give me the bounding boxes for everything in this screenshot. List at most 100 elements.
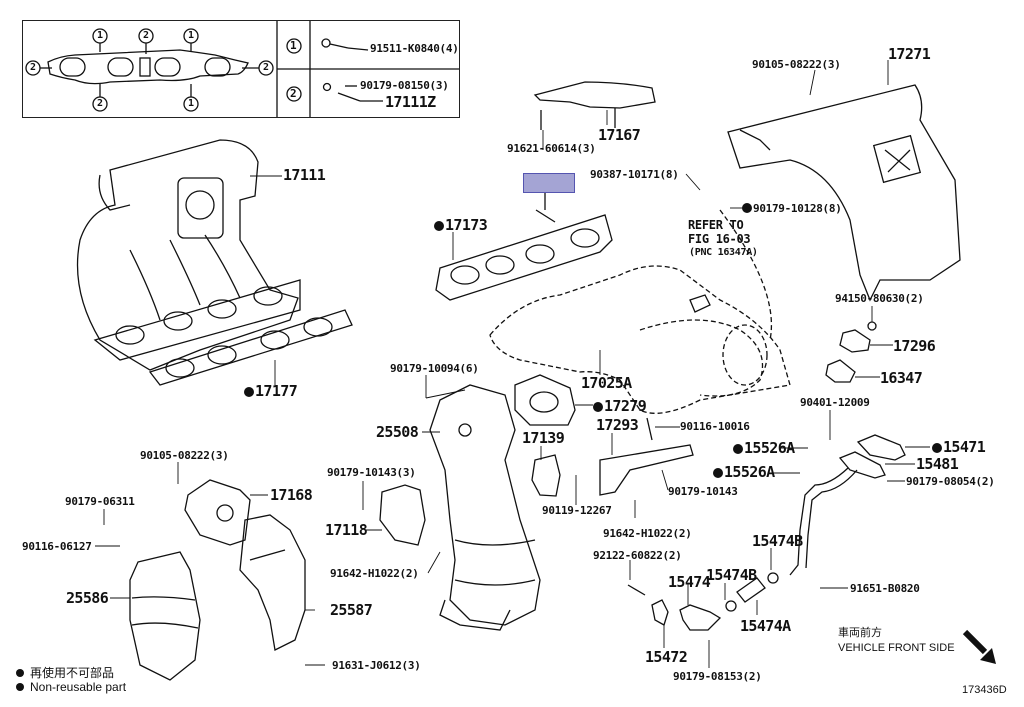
gasket-callout: 1 bbox=[97, 30, 103, 41]
part-90179-10143-right[interactable]: 90179-10143 bbox=[668, 485, 738, 498]
part-17118[interactable]: 17118 bbox=[325, 521, 368, 539]
part-15526A-lower[interactable]: 15526A bbox=[713, 465, 775, 480]
part-94150-80630[interactable]: 94150-80630(2) bbox=[835, 292, 924, 305]
part-90116-10016[interactable]: 90116-10016 bbox=[680, 420, 750, 433]
front-direction-arrow-icon bbox=[962, 629, 996, 664]
part-90179-06311[interactable]: 90179-06311 bbox=[65, 495, 135, 508]
part-15472[interactable]: 15472 bbox=[645, 648, 688, 666]
part-17296[interactable]: 17296 bbox=[893, 337, 936, 355]
gasket-callout-circles bbox=[25, 28, 302, 112]
exhaust-manifold-turbo-drawing bbox=[489, 209, 791, 414]
non-reusable-dot-icon bbox=[713, 468, 723, 478]
part-number: 17279 bbox=[604, 397, 647, 415]
gasket-17173-drawing bbox=[435, 214, 613, 301]
part-17111Z[interactable]: 17111Z bbox=[385, 93, 436, 111]
part-15474B-upper[interactable]: 15474B bbox=[752, 532, 803, 550]
cover-17296-drawing bbox=[839, 329, 871, 353]
part-90179-10128[interactable]: 90179-10128(8) bbox=[742, 203, 842, 214]
part-17168[interactable]: 17168 bbox=[270, 486, 313, 504]
non-reusable-dot-icon bbox=[593, 402, 603, 412]
gasket-17279-drawing bbox=[514, 374, 576, 426]
gasket-callout: 2 bbox=[143, 30, 149, 41]
non-reusable-dot-icon bbox=[434, 221, 444, 231]
part-number: 17177 bbox=[255, 382, 298, 400]
key-1-label: 1 bbox=[290, 39, 297, 52]
part-90116-06127[interactable]: 90116-06127 bbox=[22, 540, 92, 553]
bracket-17293-drawing bbox=[599, 444, 694, 496]
part-17167[interactable]: 17167 bbox=[598, 126, 641, 144]
non-reusable-dot-icon bbox=[932, 443, 942, 453]
part-92122-60822[interactable]: 92122-60822(2) bbox=[593, 549, 682, 562]
part-17025A[interactable]: 17025A bbox=[581, 374, 632, 392]
vehicle-front-en: VEHICLE FRONT SIDE bbox=[838, 642, 955, 654]
gasket-callout: 1 bbox=[188, 98, 194, 109]
oil-pipe-drawing bbox=[789, 434, 906, 576]
part-15474[interactable]: 15474 bbox=[668, 573, 711, 591]
part-17139[interactable]: 17139 bbox=[522, 429, 565, 447]
gasket-15472-drawing bbox=[651, 599, 669, 626]
part-90105-08222[interactable]: 90105-08222(3) bbox=[752, 58, 841, 71]
part-91631-J0612[interactable]: 91631-J0612(3) bbox=[332, 659, 421, 672]
part-25587[interactable]: 25587 bbox=[330, 601, 373, 619]
part-15526A-upper[interactable]: 15526A bbox=[733, 441, 795, 456]
part-15474A[interactable]: 15474A bbox=[740, 617, 791, 635]
gasket-callout: 2 bbox=[97, 98, 103, 109]
part-90179-08054[interactable]: 90179-08054(2) bbox=[906, 475, 995, 488]
part-17279[interactable]: 17279 bbox=[593, 397, 647, 415]
stay-17139-drawing bbox=[531, 454, 561, 497]
key-gasket-drawing bbox=[47, 49, 249, 85]
key-2-label: 2 bbox=[290, 87, 297, 100]
gasket-17177-drawing bbox=[148, 309, 353, 386]
intake-manifold-drawing bbox=[76, 139, 301, 371]
part-15474B-lower[interactable]: 15474B bbox=[706, 566, 757, 584]
part-17173[interactable]: 17173 bbox=[434, 218, 488, 233]
non-reusable-dot-icon bbox=[16, 669, 24, 677]
refer-note-line2[interactable]: FIG 16-03 bbox=[688, 232, 751, 246]
insulator-17168-drawing bbox=[184, 479, 251, 546]
legend-en-text: Non-reusable part bbox=[30, 680, 127, 694]
part-91642-H1022-right[interactable]: 91642-H1022(2) bbox=[603, 527, 692, 540]
part-91621-60614[interactable]: 91621-60614(3) bbox=[507, 142, 596, 155]
part-90179-08153[interactable]: 90179-08153(2) bbox=[673, 670, 762, 683]
part-17293[interactable]: 17293 bbox=[596, 416, 639, 434]
part-number: 15471 bbox=[943, 438, 986, 456]
part-15481[interactable]: 15481 bbox=[916, 455, 959, 473]
gasket-callout: 2 bbox=[263, 62, 269, 73]
legend-jp: 再使用不可部品 bbox=[16, 664, 114, 681]
hose-15474A-drawing bbox=[736, 577, 766, 603]
non-reusable-dot-icon bbox=[742, 203, 752, 213]
legend-en: Non-reusable part bbox=[16, 680, 126, 694]
legend-jp-text: 再使用不可部品 bbox=[30, 666, 115, 680]
non-reusable-dot-icon bbox=[733, 444, 743, 454]
part-91642-H1022-left[interactable]: 91642-H1022(2) bbox=[330, 567, 419, 580]
part-25508[interactable]: 25508 bbox=[376, 423, 419, 441]
insulator-17167-drawing bbox=[533, 81, 656, 109]
non-reusable-dot-icon bbox=[16, 683, 24, 691]
part-number: 90179-10128(8) bbox=[753, 202, 842, 215]
highlighted-part-label[interactable] bbox=[523, 173, 575, 193]
part-90401-12009[interactable]: 90401-12009 bbox=[800, 396, 870, 409]
refer-note-line1: REFER TO bbox=[688, 218, 744, 232]
part-17271[interactable]: 17271 bbox=[888, 45, 931, 63]
part-90119-12267[interactable]: 90119-12267 bbox=[542, 504, 612, 517]
part-17177[interactable]: 17177 bbox=[244, 382, 298, 400]
vehicle-front-jp: 車両前方 bbox=[838, 627, 882, 639]
catalytic-converter-25508-drawing bbox=[429, 384, 541, 631]
stay-17118-drawing bbox=[379, 484, 426, 546]
part-15471[interactable]: 15471 bbox=[932, 438, 986, 456]
part-90179-10143-left[interactable]: 90179-10143(3) bbox=[327, 466, 416, 479]
part-90179-08150[interactable]: 90179-08150(3) bbox=[360, 79, 449, 92]
part-90105-08222-left[interactable]: 90105-08222(3) bbox=[140, 449, 229, 462]
non-reusable-dot-icon bbox=[244, 387, 254, 397]
part-90179-10094[interactable]: 90179-10094(6) bbox=[390, 362, 479, 375]
part-25586[interactable]: 25586 bbox=[66, 589, 109, 607]
gasket-callout: 2 bbox=[30, 62, 36, 73]
diagram-code: 173436D bbox=[962, 684, 1007, 696]
water-inlet-15474-drawing bbox=[679, 604, 722, 631]
gasket-16347-drawing bbox=[825, 359, 856, 383]
part-90387-10171[interactable]: 90387-10171(8) bbox=[590, 168, 679, 181]
part-17111[interactable]: 17111 bbox=[283, 166, 326, 184]
part-91511-K0840[interactable]: 91511-K0840(4) bbox=[370, 42, 459, 55]
part-91651-B0820[interactable]: 91651-B0820 bbox=[850, 582, 920, 595]
part-16347[interactable]: 16347 bbox=[880, 369, 923, 387]
